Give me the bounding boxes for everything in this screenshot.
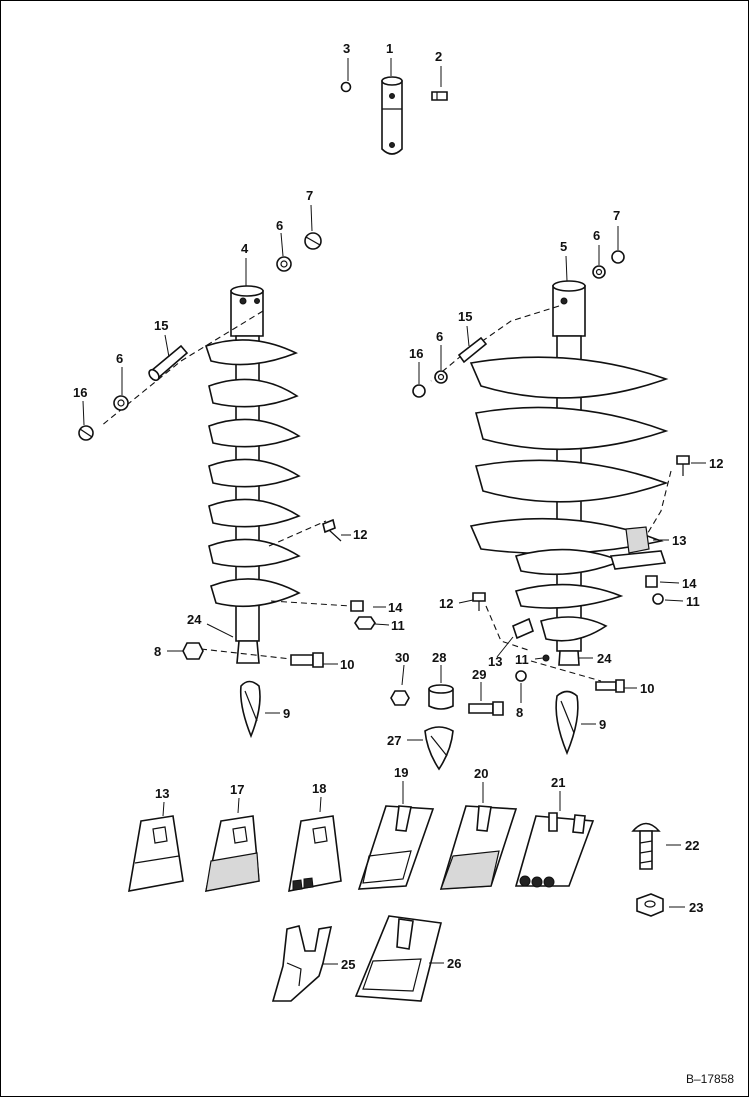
callout-6: 6	[436, 329, 443, 344]
callout-11: 11	[391, 618, 405, 633]
callout-7: 7	[306, 188, 313, 203]
callout-29: 29	[472, 667, 486, 682]
callout-9: 9	[599, 717, 606, 732]
callout-6: 6	[593, 228, 600, 243]
callout-10: 10	[640, 681, 654, 696]
callout-24: 24	[597, 651, 612, 666]
callout-7: 7	[613, 208, 620, 223]
callout-21: 21	[551, 775, 565, 790]
tooth-20	[439, 782, 518, 890]
callout-1: 1	[386, 41, 393, 56]
callout-28: 28	[432, 650, 446, 665]
callout-15: 15	[458, 309, 472, 324]
callout-15: 15	[154, 318, 168, 333]
drive-pin-assembly	[340, 58, 448, 155]
callout-25: 25	[341, 957, 355, 972]
callout-24: 24	[187, 612, 202, 627]
tooth-25	[271, 925, 338, 1002]
callout-12: 12	[439, 596, 453, 611]
callout-19: 19	[394, 765, 408, 780]
callout-6: 6	[116, 351, 123, 366]
callout-11: 11	[686, 594, 700, 609]
callout-12: 12	[709, 456, 723, 471]
callout-30: 30	[395, 650, 409, 665]
tooth-26	[354, 915, 444, 1002]
callout-9: 9	[283, 706, 290, 721]
tooth-19	[357, 781, 435, 890]
callout-6: 6	[276, 218, 283, 233]
left-auger	[78, 204, 390, 739]
callout-3: 3	[343, 41, 350, 56]
tooth-21	[514, 791, 595, 888]
callout-8: 8	[516, 705, 523, 720]
callout-18: 18	[312, 781, 326, 796]
tooth-17	[204, 797, 260, 893]
callout-27: 27	[387, 733, 401, 748]
callout-26: 26	[447, 956, 461, 971]
tooth-13	[128, 801, 184, 892]
callout-14: 14	[682, 576, 697, 591]
callout-10: 10	[340, 657, 354, 672]
callout-16: 16	[409, 346, 423, 361]
tooth-18	[288, 796, 342, 893]
callout-13: 13	[488, 654, 502, 669]
callout-22: 22	[685, 838, 699, 853]
document-id: B–17858	[686, 1072, 734, 1086]
callout-4: 4	[241, 241, 249, 256]
callout-11: 11	[515, 652, 529, 667]
callout-2: 2	[435, 49, 442, 64]
nut-23	[636, 893, 685, 917]
callout-13: 13	[672, 533, 686, 548]
callout-23: 23	[689, 900, 703, 915]
pilot-adapter-parts	[390, 664, 504, 771]
callout-5: 5	[560, 239, 567, 254]
callout-12: 12	[353, 527, 367, 542]
callout-8: 8	[154, 644, 161, 659]
callout-13: 13	[155, 786, 169, 801]
callout-14: 14	[388, 600, 403, 615]
callout-20: 20	[474, 766, 488, 781]
callout-16: 16	[73, 385, 87, 400]
callout-17: 17	[230, 782, 244, 797]
carriage-bolt-22	[631, 822, 681, 870]
right-auger	[412, 226, 706, 756]
